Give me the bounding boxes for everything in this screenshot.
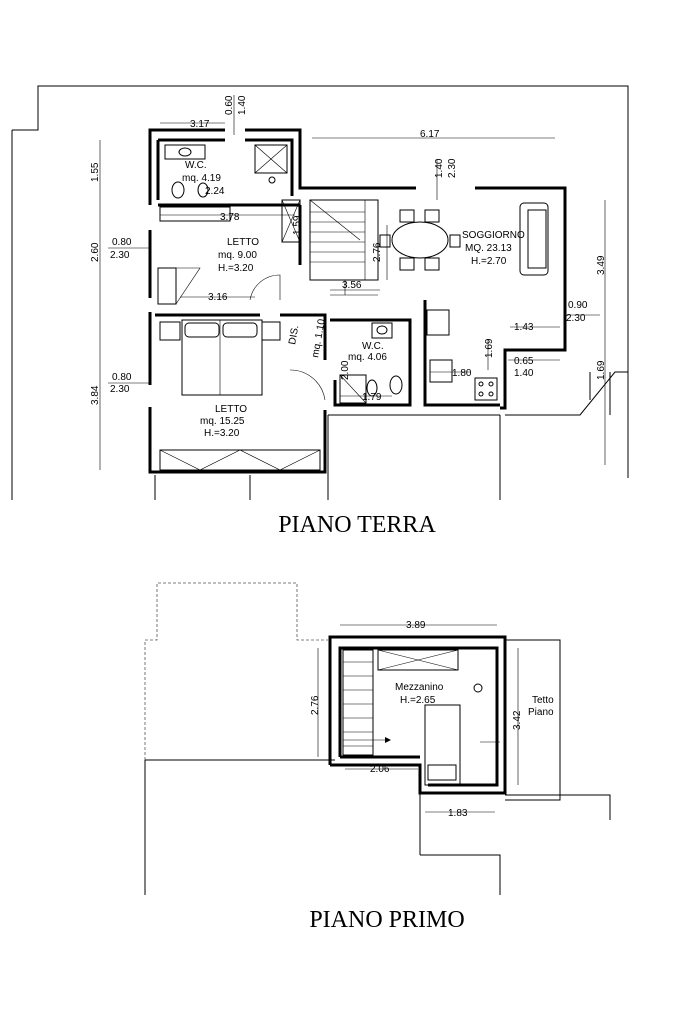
letto-large-name: LETTO [215, 404, 247, 415]
closet-cross [281, 199, 301, 243]
letto-small-height: H.=3.20 [218, 263, 254, 274]
dimension-lines [99, 95, 606, 470]
roof-edge [505, 794, 611, 820]
dim-label: 1.40 [237, 95, 248, 115]
dim-label: 0.90 [568, 300, 588, 311]
dim-label: 2.30 [447, 158, 458, 178]
tetto-label: Tetto [532, 695, 554, 706]
dim-label: 2.76 [310, 695, 321, 715]
piano-label: Piano [528, 707, 554, 718]
dim-label: 2.30 [110, 250, 130, 261]
wardrobe-large [159, 449, 321, 471]
dining-table [379, 209, 461, 271]
mezzanino-name: Mezzanino [395, 682, 444, 693]
ground-floor-plan: W.C. mq. 4.19 2.24 LETTO mq. 9.00 H.=3.2… [11, 85, 629, 538]
kitchen-units [426, 309, 498, 401]
closet-cross [377, 649, 459, 671]
dim-label: 0.80 [112, 372, 132, 383]
dim-label: 1.40 [514, 368, 534, 379]
wardrobe-cross [159, 449, 321, 471]
dim-label: 3.16 [208, 292, 228, 303]
dim-label: 1.40 [434, 158, 445, 178]
inner-wall-wc-right [245, 138, 294, 196]
mezzanino-inner-walls [338, 646, 499, 787]
dim-label: 0.65 [514, 356, 534, 367]
dim-label: 1.43 [514, 322, 534, 333]
dim-label: 0.60 [224, 95, 235, 115]
closet-first-floor [377, 649, 459, 671]
sofa [519, 202, 549, 276]
letto-small-area: mq. 9.00 [218, 250, 257, 261]
dim-label: 3.84 [90, 385, 101, 405]
mezzanino-walls [328, 635, 507, 795]
soggiorno-area: MQ. 23.13 [465, 243, 512, 254]
staircase [309, 199, 379, 296]
mezzanino-height: H.=2.65 [400, 695, 436, 706]
wc-bottom-name: W.C. [362, 341, 384, 352]
letto-large-area: mq. 15.25 [200, 416, 245, 427]
wc-bottom-area: mq. 4.06 [348, 352, 387, 363]
terrace-outline [144, 582, 328, 760]
door-swing [289, 369, 326, 401]
wc-top-fixtures [164, 144, 288, 199]
letto-small-name: LETTO [227, 237, 259, 248]
dim-label: 1.69 [484, 338, 495, 358]
ground-floor-title: PIANO TERRA [278, 512, 436, 538]
stair-arrow [385, 737, 391, 743]
soggiorno-height: H.=2.70 [471, 256, 507, 267]
tetto-piano-outline [505, 639, 561, 801]
walls-wc-bottom [330, 318, 412, 407]
terrace-edge [505, 371, 628, 416]
walls-kitchen [423, 300, 500, 407]
walls-letto-large [148, 407, 327, 474]
wc-top-name: W.C. [185, 160, 207, 171]
wc-bottom-fixtures [339, 322, 403, 404]
first-floor-plan: 3.89 2.76 3.42 2.06 1.83 Mezzanino H.=2.… [144, 582, 611, 933]
dim-label: 3.49 [596, 255, 607, 275]
dim-label: 3.42 [512, 710, 523, 730]
wc-top-dim: 2.24 [205, 186, 225, 197]
dim-label: 6.17 [420, 129, 440, 140]
lamp [473, 683, 483, 693]
dim-label: 1.79 [362, 392, 382, 403]
dim-label: 1.69 [596, 360, 607, 380]
walls-soggiorno [475, 186, 567, 410]
bed-single [157, 267, 201, 305]
first-floor-title: PIANO PRIMO [309, 907, 464, 933]
dim-label: 2.76 [372, 242, 383, 262]
wardrobe [159, 206, 231, 222]
dim-label: 3.89 [406, 620, 426, 631]
walls-wc-top-right [245, 128, 416, 190]
wall-dis [280, 313, 327, 360]
dim-label: 3.17 [190, 119, 210, 130]
staircase-first-floor [342, 649, 391, 756]
dim-label: 3.78 [220, 212, 240, 223]
walls-wc-top [148, 128, 225, 205]
dim-label: 3.56 [342, 280, 362, 291]
dim-label: 1.55 [90, 162, 101, 182]
wc-top-area: mq. 4.19 [182, 173, 221, 184]
dim-label: 1.80 [452, 368, 472, 379]
dis-name: DIS. [287, 324, 301, 345]
dim-label: 2.06 [370, 764, 390, 775]
bed-mezzanino [424, 704, 461, 786]
dim-label: 2.00 [340, 360, 351, 380]
dim-label: 1.83 [448, 808, 468, 819]
closet [281, 199, 301, 243]
dim-label: 0.80 [112, 237, 132, 248]
letto-large-height: H.=3.20 [204, 428, 240, 439]
site-outline [12, 85, 629, 478]
door-swing [249, 274, 281, 301]
soggiorno-name: SOGGIORNO [462, 230, 525, 241]
building-outline-right [420, 854, 501, 895]
bed-double [159, 319, 281, 396]
dim-label: 1.59 [292, 215, 303, 235]
dim-label: 2.30 [110, 384, 130, 395]
dim-label: 2.60 [90, 242, 101, 262]
dim-label: 2.30 [566, 313, 586, 324]
